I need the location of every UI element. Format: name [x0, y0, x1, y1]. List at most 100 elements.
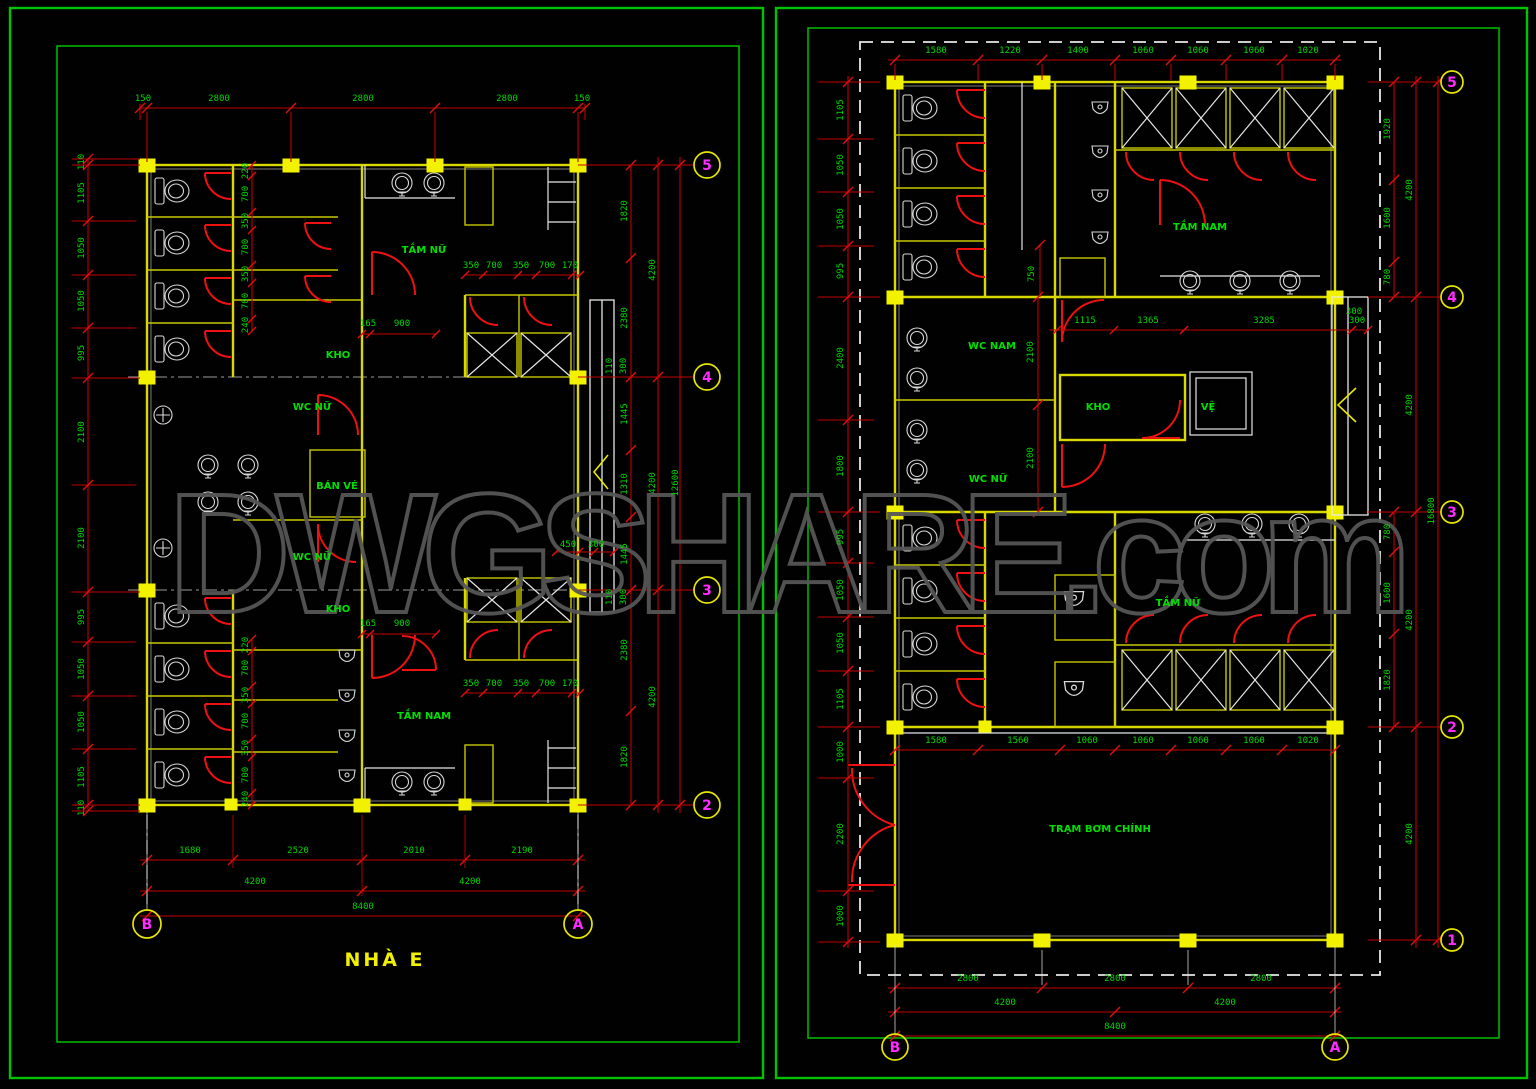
dim-left: 1050: [836, 632, 846, 654]
grid-bubble: 2: [1447, 720, 1457, 736]
room-label: TẮM NỮ: [402, 241, 447, 256]
dim-right: 4200: [648, 259, 658, 281]
dim-inner: 1060: [1243, 736, 1265, 746]
dim-right: 780: [1383, 524, 1393, 540]
grid-bubble-circle: [693, 791, 721, 819]
dim-left: 110: [77, 154, 87, 170]
dim-shower: 700: [486, 261, 502, 271]
dim-left: 1050: [836, 154, 846, 176]
dim-inner: 1020: [1297, 736, 1319, 746]
dim-right: 1445: [620, 403, 630, 425]
dim-left: 995: [77, 609, 87, 625]
dim-right: 2380: [620, 639, 630, 661]
grid-bubble: 5: [1447, 75, 1457, 91]
dim-inner: 1060: [1076, 736, 1098, 746]
dim-right: 1310: [620, 473, 630, 495]
shower-stalls-top-right: [1121, 87, 1335, 149]
dim-shower: 350: [513, 679, 529, 689]
room-label: BÁN VÉ: [316, 479, 358, 492]
dim-stall: 700: [241, 767, 251, 783]
dim-bottom: 4200: [459, 877, 481, 887]
dim-stall: 350: [241, 687, 251, 703]
grid-bubble-circle: [693, 363, 721, 391]
dim-stall: 700: [241, 239, 251, 255]
dim-inner: 900: [394, 619, 410, 629]
dim-right: 1820: [1383, 669, 1393, 691]
grid-bubble-circle: [1440, 928, 1464, 952]
dim-left: 1800: [836, 455, 846, 477]
grid-bubble-circle: [1321, 1033, 1349, 1061]
dim-bottom: 4200: [994, 998, 1016, 1008]
dim-top: 150: [135, 94, 151, 104]
dim-left: 1050: [836, 208, 846, 230]
dim-right: 1820: [620, 746, 630, 768]
grid-bubble: A: [573, 917, 584, 933]
grid-bubble-circle: [1440, 715, 1464, 739]
dim-stall: 350: [241, 213, 251, 229]
dim-right: 1445: [620, 543, 630, 565]
dim-right: 4200: [1405, 609, 1415, 631]
dim-top: 2800: [208, 94, 230, 104]
grid-bubble: B: [890, 1040, 901, 1056]
grid-bubble: 4: [1447, 290, 1457, 306]
dim-right: 4200: [1405, 394, 1415, 416]
dim-top: 1220: [999, 46, 1021, 56]
dim-left: 1105: [77, 766, 87, 788]
room-label: KHO: [326, 350, 351, 361]
dim-right: 1920: [1383, 118, 1393, 140]
doors: [204, 172, 553, 784]
dim-bottom: 2800: [1104, 974, 1126, 984]
dim-left: 1105: [836, 99, 846, 121]
dim-left: 1050: [836, 579, 846, 601]
shower-stalls-bottom: [466, 577, 572, 623]
dim-left: 1050: [77, 658, 87, 680]
dim-inner: 300: [619, 589, 629, 605]
dim-right: 4200: [648, 686, 658, 708]
grid-bubble: 3: [1447, 505, 1457, 521]
dim-inner: 1365: [1137, 316, 1159, 326]
grid-bubble: B: [142, 917, 153, 933]
room-label: TẮM NỮ: [1156, 594, 1201, 609]
columns-right: [886, 75, 1344, 948]
dim-inner: 110: [605, 589, 615, 605]
dim-bottom: 2520: [287, 846, 309, 856]
dim-top: 1400: [1067, 46, 1089, 56]
dim-right: 4200: [648, 472, 658, 494]
dim-left: 2200: [836, 823, 846, 845]
dim-bottom: 2190: [511, 846, 533, 856]
room-label: VỆ: [1201, 400, 1216, 413]
grid-bubble-circle: [132, 909, 162, 939]
dim-stall: 220: [241, 637, 251, 653]
dim-left: 1050: [77, 711, 87, 733]
dim-stall: 240: [241, 791, 251, 807]
boundary-dashed-rect: [859, 41, 1381, 976]
dim-inner: 1115: [1074, 316, 1096, 326]
dim-inner: 3285: [1253, 316, 1275, 326]
room-label: TRẠM BƠM CHÍNH: [1049, 822, 1151, 835]
dim-right: 1600: [1383, 207, 1393, 229]
dim-left: 1000: [836, 741, 846, 763]
dim-left: 995: [836, 263, 846, 279]
dim-top: 2800: [496, 94, 518, 104]
dim-left: 1105: [77, 182, 87, 204]
dim-shower: 700: [486, 679, 502, 689]
dim-inner: 300: [1346, 307, 1362, 317]
dim-shower: 350: [463, 261, 479, 271]
left-panel-frame: [8, 6, 765, 1080]
dim-inner: 1580: [925, 736, 947, 746]
grid-bubble-circle: [1440, 500, 1464, 524]
dim-left: 2400: [836, 347, 846, 369]
room-label: WC NỮ: [969, 472, 1008, 485]
plan-title: NHÀ E: [344, 948, 425, 971]
dim-stall: 350: [241, 266, 251, 282]
dim-bottom: 2800: [957, 974, 979, 984]
dim-shower: 700: [539, 679, 555, 689]
dim-top: 1060: [1243, 46, 1265, 56]
dim-left: 2100: [77, 421, 87, 443]
dim-inner: 1060: [1132, 736, 1154, 746]
right-plan-annotations: 1580 1220 1400 1060 1060 1060 1020 1105 1050 1050…: [836, 46, 1464, 1061]
dim-stall: 700: [241, 186, 251, 202]
dimension-lines: [72, 102, 693, 922]
